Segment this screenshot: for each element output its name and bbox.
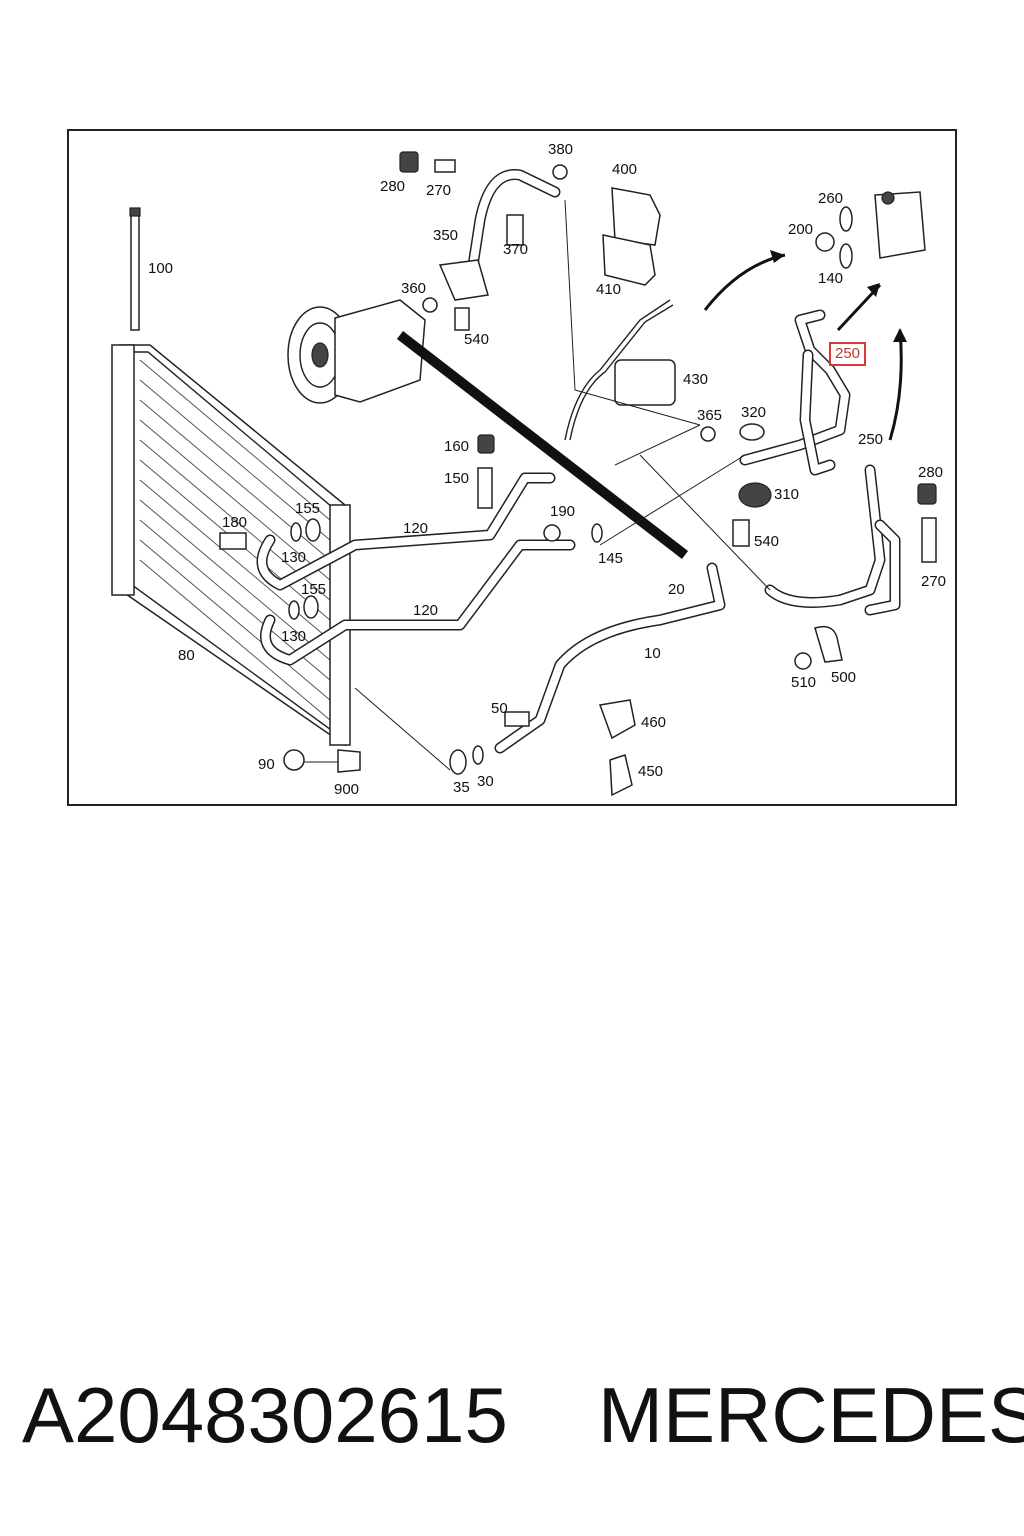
label-260: 260 [818, 190, 844, 207]
label-365: 365 [697, 407, 723, 424]
label-250-highlighted: 250 [829, 342, 867, 366]
bolt-50 [504, 711, 530, 727]
nut-190 [543, 524, 561, 542]
grommet-310 [738, 482, 772, 508]
label-410: 410 [596, 281, 622, 298]
footer: A2048302615 MERCEDES [22, 1370, 1024, 1460]
clamp-500 [814, 625, 843, 663]
nut-200 [815, 232, 835, 252]
label-500: 500 [831, 669, 857, 686]
label-100: 100 [148, 260, 174, 277]
label-180: 180 [222, 514, 248, 531]
label-360: 360 [401, 280, 427, 297]
clip-320 [739, 423, 765, 441]
label-130-upper: 130 [281, 549, 307, 566]
label-280-top: 280 [380, 178, 406, 195]
label-190: 190 [550, 503, 576, 520]
dipstick-100 [129, 207, 141, 331]
label-510: 510 [791, 674, 817, 691]
label-155-upper: 155 [295, 500, 321, 517]
label-30: 30 [477, 773, 494, 790]
brand-name: MERCEDES [598, 1371, 1024, 1459]
oring-365 [700, 426, 716, 442]
label-900: 900 [334, 781, 360, 798]
label-270-top: 270 [426, 182, 452, 199]
plug-90 [283, 749, 305, 771]
label-120-upper: 120 [403, 520, 429, 537]
oring-140 [839, 243, 853, 269]
washer-380 [552, 164, 568, 180]
valve-540-top [454, 307, 470, 331]
label-350: 350 [433, 227, 459, 244]
nut-510 [794, 652, 812, 670]
valve-540-right [732, 519, 750, 547]
label-270-right: 270 [921, 573, 947, 590]
label-50: 50 [491, 700, 508, 717]
label-140: 140 [818, 270, 844, 287]
label-310: 310 [774, 486, 800, 503]
clip-450 [609, 754, 633, 797]
clip-460 [598, 699, 636, 740]
cap-280-top [399, 151, 419, 173]
label-80: 80 [178, 647, 195, 664]
label-155-lower: 155 [301, 581, 327, 598]
oring-30 [472, 745, 484, 765]
label-150: 150 [444, 470, 470, 487]
label-10: 10 [644, 645, 661, 662]
valve-270-top [434, 159, 456, 173]
cap-160 [477, 434, 495, 454]
cap-280-right [917, 483, 937, 505]
bolt-370 [506, 214, 524, 246]
part-number: A2048302615 [22, 1371, 508, 1459]
label-370: 370 [503, 241, 529, 258]
oring-360 [422, 297, 438, 313]
seal-155b [303, 595, 319, 619]
bracket-900 [337, 749, 361, 773]
label-145: 145 [598, 550, 624, 567]
label-380: 380 [548, 141, 574, 158]
oring-260 [839, 206, 853, 232]
label-430: 430 [683, 371, 709, 388]
oring-145 [591, 523, 603, 543]
label-540-top: 540 [464, 331, 490, 348]
label-120-lower: 120 [413, 602, 439, 619]
label-90: 90 [258, 756, 275, 773]
oring-130a [290, 522, 302, 542]
label-160: 160 [444, 438, 470, 455]
compressor [287, 299, 426, 404]
seal-35 [449, 749, 467, 775]
valve-270-right [921, 517, 937, 563]
label-280-right: 280 [918, 464, 944, 481]
label-540-right: 540 [754, 533, 780, 550]
label-200: 200 [788, 221, 814, 238]
seal-155a [305, 518, 321, 542]
label-320: 320 [741, 404, 767, 421]
label-130-lower: 130 [281, 628, 307, 645]
label-35: 35 [453, 779, 470, 796]
label-400: 400 [612, 161, 638, 178]
label-250-lower: 250 [858, 431, 884, 448]
label-460: 460 [641, 714, 667, 731]
label-450: 450 [638, 763, 664, 780]
valve-150 [477, 467, 493, 509]
label-20: 20 [668, 581, 685, 598]
oring-130b [288, 600, 300, 620]
bolt-180 [219, 532, 247, 550]
